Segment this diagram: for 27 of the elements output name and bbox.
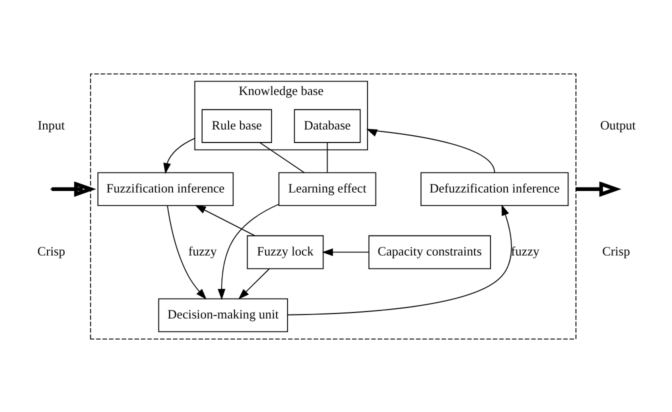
node-box: Learning effect [278, 172, 376, 206]
node-box: Capacity constraints [368, 234, 491, 269]
node-box: Decision-making unit [158, 298, 288, 332]
arrow [218, 203, 280, 300]
arrow [366, 128, 496, 173]
node-box: Rule base [202, 108, 272, 142]
arrow [238, 268, 270, 299]
connector [259, 142, 305, 173]
arrow [166, 204, 207, 300]
arrow [194, 204, 256, 236]
arrow [287, 204, 512, 315]
arrow [52, 180, 96, 196]
node-box: Defuzzification inference [420, 172, 569, 206]
arrow [576, 180, 622, 196]
arrow [322, 248, 370, 256]
arrow [163, 137, 196, 174]
connector [326, 142, 328, 172]
label: Output [600, 118, 636, 132]
label: Crisp [37, 244, 66, 258]
node-box: Fuzzy lock [246, 234, 324, 269]
label: Input [38, 118, 65, 132]
cluster [90, 73, 576, 339]
label: Crisp [602, 244, 630, 258]
edge-label: fuzzy [188, 244, 217, 258]
edge-label: fuzzy [511, 244, 540, 258]
node-box: Database [294, 108, 361, 142]
node-box: Fuzzification inference [97, 172, 234, 206]
